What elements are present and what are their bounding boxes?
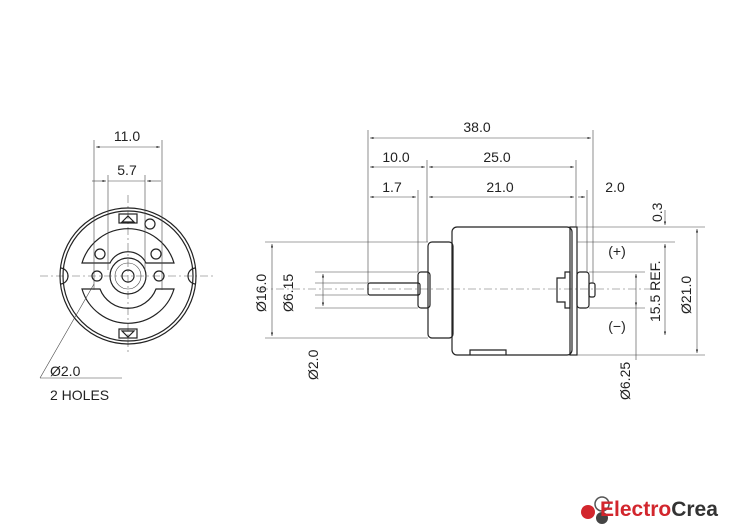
hole-count: 2 HOLES xyxy=(50,387,109,403)
terminal-minus: (−) xyxy=(608,318,626,334)
dia-boss: Ø16.0 xyxy=(253,274,269,312)
dia-shaft: Ø2.0 xyxy=(305,349,321,380)
dim-body: 25.0 xyxy=(483,149,510,165)
dia-can: Ø21.0 xyxy=(678,276,694,314)
logo: ElectroCrea xyxy=(600,498,718,521)
dim-offset: 0.3 xyxy=(649,202,665,222)
logo-icon xyxy=(581,496,610,524)
dia-rear-bushing: Ø6.25 xyxy=(617,362,633,400)
dim-inner: 5.7 xyxy=(117,162,137,178)
dim-rear: 2.0 xyxy=(605,179,625,195)
dim-boss: 1.7 xyxy=(382,179,402,195)
dim-shaft: 10.0 xyxy=(382,149,409,165)
dim-total-length: 38.0 xyxy=(463,119,490,135)
side-view: 38.0 10.0 25.0 1.7 21.0 2.0 0.3 Ø16.0 Ø6… xyxy=(253,119,705,400)
dia-bushing: Ø6.15 xyxy=(280,274,296,312)
dim-width: 11.0 xyxy=(114,128,140,144)
dim-can: 21.0 xyxy=(486,179,513,195)
terminal-spacing: 15.5 REF. xyxy=(647,261,663,322)
terminal-plus: (+) xyxy=(608,243,626,259)
front-view: 11.0 5.7 Ø2.0 2 HOLES xyxy=(39,128,215,403)
hole-dia: Ø2.0 xyxy=(50,363,81,379)
